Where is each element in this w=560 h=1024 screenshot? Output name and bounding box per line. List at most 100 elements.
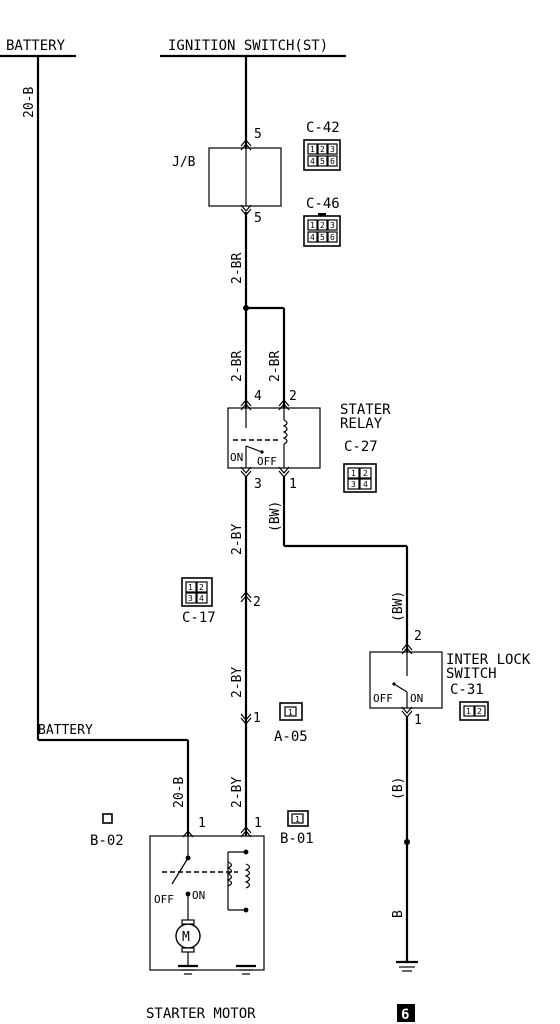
relay-title-2: RELAY — [340, 416, 383, 432]
connector-arrow — [240, 591, 252, 603]
interlock-pin-top: 2 — [414, 629, 422, 644]
battery-bottom-label: BATTERY — [38, 723, 93, 738]
starter-battery-pin: 1 — [198, 816, 206, 831]
svg-text:6: 6 — [330, 233, 335, 242]
relay-in2-label: 2-BR — [268, 351, 283, 382]
ground-symbol-icon — [178, 964, 198, 975]
ground-symbol-icon — [236, 964, 256, 975]
relay-coil — [282, 419, 288, 445]
svg-text:4: 4 — [310, 233, 315, 242]
relay-in4-label: 2-BR — [230, 351, 245, 382]
interlock-bw-label: (BW) — [391, 591, 406, 622]
connector-arrow — [240, 713, 252, 725]
solenoid-coil — [244, 863, 251, 889]
battery-wire-label: 20-B — [22, 87, 37, 118]
jb-pin-top: 5 — [254, 127, 262, 142]
battery-label: BATTERY — [6, 38, 66, 54]
relay-contact — [245, 445, 263, 453]
solenoid-coil — [226, 861, 233, 887]
svg-text:1: 1 — [351, 469, 356, 478]
relay-title-1: STATER — [340, 402, 391, 418]
b01-connector-icon: 1 — [287, 810, 309, 827]
svg-text:2: 2 — [320, 145, 325, 154]
starter-by-pin: 1 — [254, 816, 262, 831]
interlock-title-2: SWITCH — [446, 666, 497, 682]
c46-name: C-46 — [306, 196, 340, 212]
battery-lower-wire-label: 20-B — [172, 777, 187, 808]
relay-pin-3: 3 — [254, 477, 262, 492]
ground-b-label: B — [391, 910, 406, 918]
mid-wire-label: 2-BY — [230, 667, 245, 698]
svg-text:4: 4 — [310, 157, 315, 166]
connector-arrow — [240, 139, 252, 151]
svg-text:2: 2 — [199, 583, 204, 592]
svg-text:5: 5 — [320, 157, 325, 166]
relay-on-label: ON — [230, 451, 243, 464]
svg-text:3: 3 — [188, 594, 193, 603]
c31-name: C-31 — [450, 682, 484, 698]
interlock-title-1: INTER LOCK — [446, 652, 531, 668]
connector-arrow — [240, 399, 252, 411]
interlock-b-label: (B) — [391, 777, 406, 800]
connector-arrow — [401, 643, 413, 655]
svg-text:4: 4 — [199, 594, 204, 603]
svg-text:1: 1 — [466, 707, 471, 716]
svg-text:3: 3 — [330, 145, 335, 154]
svg-text:1: 1 — [288, 708, 293, 717]
b02-connector-icon — [102, 813, 113, 824]
starter-relay-box — [227, 407, 321, 469]
b02-name: B-02 — [90, 833, 124, 849]
starter-contact — [171, 857, 189, 885]
relay-off-label: OFF — [257, 455, 277, 468]
c17-connector-icon: 1 2 3 4 — [181, 577, 213, 607]
starter-on-label: ON — [192, 889, 205, 902]
starter-motor-box — [149, 835, 265, 971]
jb-wire-label: 2-BR — [230, 253, 245, 284]
page-marker: 6 — [401, 1007, 409, 1023]
svg-text:1: 1 — [188, 583, 193, 592]
c27-name: C-27 — [344, 439, 378, 455]
junction-block — [208, 147, 282, 207]
interlock-switch-box — [369, 651, 443, 709]
svg-text:4: 4 — [363, 480, 368, 489]
a05-name: A-05 — [274, 729, 308, 745]
c42-connector-icon: 1 2 3 4 5 6 — [303, 139, 341, 171]
page-marker-box — [397, 1004, 415, 1022]
starter-motor-title: STARTER MOTOR — [146, 1006, 256, 1022]
svg-text:1: 1 — [310, 221, 315, 230]
low-wire-label: 2-BY — [230, 777, 245, 808]
starter-off-label: OFF — [154, 893, 174, 906]
connector-arrow — [278, 399, 290, 411]
svg-text:2: 2 — [363, 469, 368, 478]
c31-connector-icon: 1 2 — [459, 701, 489, 721]
connector-arrow — [182, 830, 194, 838]
relay-pin-1: 1 — [289, 477, 297, 492]
relay-out3-label: 2-BY — [230, 524, 245, 555]
svg-text:5: 5 — [320, 233, 325, 242]
a05-pin: 1 — [253, 711, 261, 726]
svg-text:1: 1 — [295, 815, 300, 824]
b01-name: B-01 — [280, 831, 314, 847]
interlock-contact — [393, 683, 408, 693]
svg-text:2: 2 — [477, 707, 482, 716]
ground-symbol-icon — [396, 960, 418, 972]
c27-connector-icon: 1 2 3 4 — [343, 463, 377, 493]
jb-pin-bottom: 5 — [254, 211, 262, 226]
c42-name: C-42 — [306, 120, 340, 136]
motor-label: M — [182, 930, 190, 945]
relay-pin-4: 4 — [254, 389, 262, 404]
svg-text:6: 6 — [330, 157, 335, 166]
interlock-off-label: OFF — [373, 692, 393, 705]
relay-out1-label: (BW) — [268, 501, 283, 532]
c17-name: C-17 — [182, 610, 216, 626]
svg-text:1: 1 — [310, 145, 315, 154]
c46-connector-icon: 1 2 3 4 5 6 — [303, 213, 341, 247]
splice-dot — [404, 839, 410, 845]
relay-pin-2: 2 — [289, 389, 297, 404]
ignition-switch-label: IGNITION SWITCH(ST) — [168, 38, 328, 54]
svg-text:2: 2 — [320, 221, 325, 230]
interlock-on-label: ON — [410, 692, 423, 705]
junction-block-label: J/B — [172, 155, 196, 170]
a05-connector-icon: 1 — [279, 702, 303, 721]
